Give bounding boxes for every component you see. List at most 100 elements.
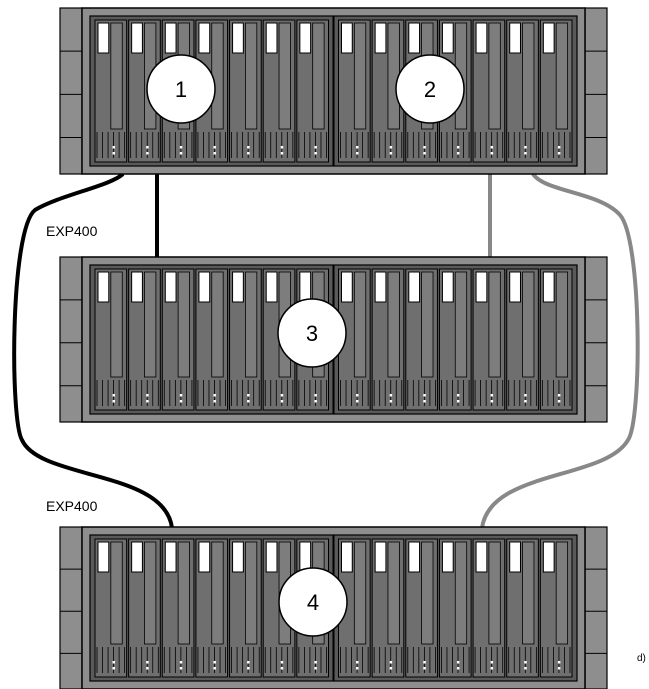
drive-latch — [164, 22, 177, 54]
drive-bay — [296, 19, 330, 163]
drive-bay — [229, 538, 262, 678]
drive-led — [112, 667, 116, 670]
drive-led — [146, 400, 149, 403]
drive-bay — [539, 268, 573, 411]
drive-led — [179, 667, 183, 670]
drive-led — [213, 152, 216, 155]
drive-led — [314, 400, 317, 403]
drive-bay — [472, 19, 506, 163]
drive-led — [280, 152, 284, 155]
drive-handle — [353, 271, 367, 378]
drive-handle — [488, 271, 501, 378]
drive-led — [389, 146, 393, 149]
drive-led — [389, 394, 393, 397]
drive-led — [557, 146, 561, 149]
rack-ear-left — [59, 7, 83, 175]
drive-latch — [299, 271, 312, 303]
drive-handle — [211, 541, 224, 645]
drive-latch — [232, 271, 244, 303]
drive-latch — [265, 541, 278, 573]
drive-latch — [164, 271, 177, 303]
drive-led — [423, 400, 426, 403]
enclosure-3-label: EXP400 — [46, 223, 98, 239]
drive-bay — [506, 268, 539, 411]
drive-latch — [131, 271, 143, 303]
drive-led — [557, 661, 561, 664]
drive-led — [146, 152, 149, 155]
drive-led — [314, 152, 317, 155]
rack-ear-right — [584, 526, 608, 689]
edge-text-fragment: d) — [637, 653, 646, 664]
drive-led — [490, 394, 494, 397]
drive-latch — [198, 22, 211, 54]
drive-led — [179, 400, 183, 403]
drive-led — [490, 146, 494, 149]
drive-handle — [387, 271, 400, 378]
drive-latch — [408, 541, 421, 573]
drive-led — [557, 394, 561, 397]
drive-led — [356, 400, 359, 403]
drive-latch — [97, 541, 110, 573]
drive-led — [490, 661, 494, 664]
drive-bay — [472, 538, 506, 678]
drive-latch — [131, 22, 143, 54]
drive-led — [423, 394, 426, 397]
drive-handle — [522, 22, 535, 130]
drive-latch — [475, 22, 488, 54]
drive-led — [356, 661, 359, 664]
drive-led — [557, 667, 561, 670]
cables — [12, 172, 640, 529]
drive-led — [280, 394, 284, 397]
drive-latch — [509, 22, 521, 54]
drive-led — [389, 661, 393, 664]
drive-handle — [353, 541, 367, 645]
drive-led — [146, 667, 149, 670]
drive-led — [356, 146, 359, 149]
drive-handle — [454, 271, 468, 378]
drive-latch — [441, 541, 454, 573]
drive-bay — [229, 268, 262, 411]
drive-latch — [509, 541, 521, 573]
drive-led — [490, 152, 494, 155]
drive-latch — [374, 541, 387, 573]
drive-led — [524, 152, 527, 155]
drive-handle — [211, 22, 224, 130]
drive-handle — [312, 22, 325, 130]
drive-led — [456, 146, 460, 149]
drive-led — [247, 661, 250, 664]
drive-handle — [387, 22, 400, 130]
drive-latch — [97, 22, 110, 54]
drive-led — [356, 667, 359, 670]
cable-outer-right — [480, 172, 640, 529]
drive-bay — [371, 268, 405, 411]
drive-led — [179, 661, 183, 664]
drive-handle — [555, 22, 569, 130]
drive-handle — [555, 271, 569, 378]
drive-latch — [374, 22, 387, 54]
drive-led — [423, 146, 426, 149]
callout-3-text: 3 — [306, 321, 318, 346]
drive-bay — [472, 268, 506, 411]
drive-led — [314, 146, 317, 149]
rack-ear-left — [59, 256, 83, 423]
drive-led — [247, 400, 250, 403]
rack-ear-left — [59, 526, 83, 689]
rack-ear-right — [584, 7, 608, 175]
enclosure-controller — [59, 7, 608, 175]
drive-led — [314, 394, 317, 397]
drive-led — [314, 661, 317, 664]
drive-led — [314, 667, 317, 670]
drive-latch — [542, 22, 555, 54]
drive-latch — [542, 271, 555, 303]
drive-handle — [110, 271, 123, 378]
drive-led — [280, 667, 284, 670]
drive-latch — [441, 271, 454, 303]
drive-bay — [438, 268, 472, 411]
drive-bay — [539, 538, 573, 678]
drive-handle — [488, 541, 501, 645]
drive-latch — [198, 541, 211, 573]
drive-led — [524, 667, 527, 670]
cable-outer-left — [12, 172, 174, 529]
drive-handle — [353, 22, 367, 130]
drive-latch — [164, 541, 177, 573]
